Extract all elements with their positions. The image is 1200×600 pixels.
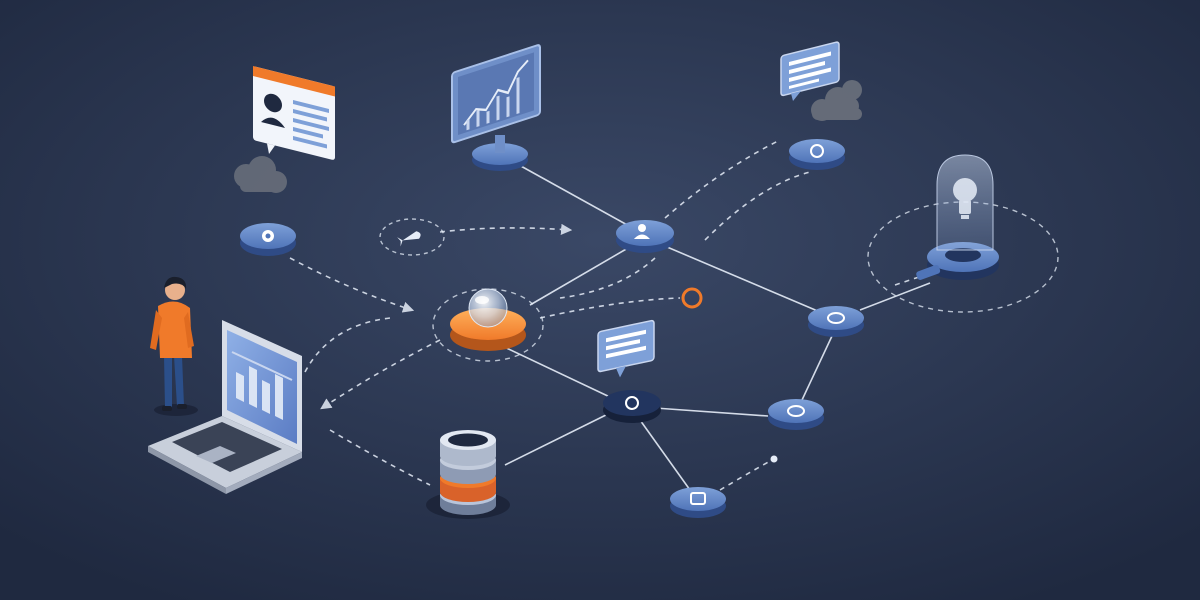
flow-laptop-arc: [304, 317, 391, 373]
orange-marker-ring: [681, 287, 703, 309]
bulb-orbit-ring: [867, 201, 1059, 313]
rocket-icon: [397, 231, 421, 247]
search-icon: [625, 396, 639, 410]
bulb-node-inner: [945, 248, 981, 262]
link-search-to-document: [639, 419, 691, 491]
orb-highlight: [475, 296, 489, 304]
document-node-top: [670, 487, 726, 511]
ring-icon: [827, 312, 845, 324]
database-icon: [440, 430, 496, 515]
search-node[interactable]: [603, 390, 661, 423]
ring-icon-lower: [787, 405, 805, 417]
flow-rocket-to-user: [439, 223, 573, 235]
profile-node[interactable]: [240, 223, 296, 256]
lightbulb-icon: [953, 178, 977, 219]
user-node-top: [616, 220, 674, 246]
flow-user-to-hub-curve: [559, 257, 656, 299]
flow-laptop-to-database: [329, 429, 431, 486]
hub-orbit-ring: [432, 288, 544, 362]
link-ring-right-to-bulb: [859, 282, 931, 311]
chart-node-base-top: [472, 143, 528, 165]
link-search-to-ring-lower: [654, 407, 769, 417]
profile-card-icon: [253, 66, 335, 160]
link-user-to-hub: [529, 247, 629, 306]
connections-dashed: [289, 139, 926, 491]
connections-solid: [499, 159, 931, 491]
database-node[interactable]: [426, 430, 510, 519]
line-chart-icon: [451, 44, 541, 144]
flow-document-to-dot: [719, 459, 773, 491]
chat-bubble-icon: [780, 41, 840, 102]
link-ring-right-to-ring-lower: [801, 335, 833, 401]
cloud-icon: [234, 156, 287, 193]
monitor-stand: [495, 135, 505, 153]
flow-user-to-message: [664, 139, 781, 219]
search-node-top: [603, 390, 661, 416]
endpoint-dot: [770, 455, 778, 463]
flow-user-to-bulb: [704, 171, 811, 241]
link-hub-to-search: [499, 344, 613, 399]
cloud-icon-top: [811, 80, 862, 121]
rocket-node[interactable]: [397, 229, 422, 247]
link-chart-to-user: [509, 159, 641, 233]
message-node[interactable]: [789, 139, 845, 170]
bulb-handle: [916, 264, 941, 280]
ring-lower-top: [768, 399, 824, 423]
laptop-icon: [148, 320, 302, 494]
user-node[interactable]: [616, 220, 674, 253]
ring-right-top: [808, 306, 864, 330]
chat-icon: [810, 144, 824, 158]
chart-monitor-node[interactable]: [451, 44, 541, 171]
crystal-orb-icon: [468, 288, 508, 328]
rocket-orbit-ring: [379, 218, 445, 256]
central-hub[interactable]: [450, 288, 526, 351]
ring-node-right[interactable]: [808, 306, 864, 337]
message-card-icon: [597, 319, 655, 378]
ring-node-lower[interactable]: [768, 399, 824, 430]
document-node[interactable]: [670, 487, 726, 518]
message-node-top: [789, 139, 845, 163]
link-user-to-ring-right: [659, 243, 821, 313]
bulb-node[interactable]: [915, 154, 999, 281]
person-figure: [150, 276, 198, 416]
link-search-to-database: [504, 411, 613, 466]
gear-icon: [262, 230, 274, 242]
document-icon: [690, 492, 706, 505]
person-icon: [634, 224, 650, 239]
flow-hub-to-laptop: [320, 339, 441, 410]
